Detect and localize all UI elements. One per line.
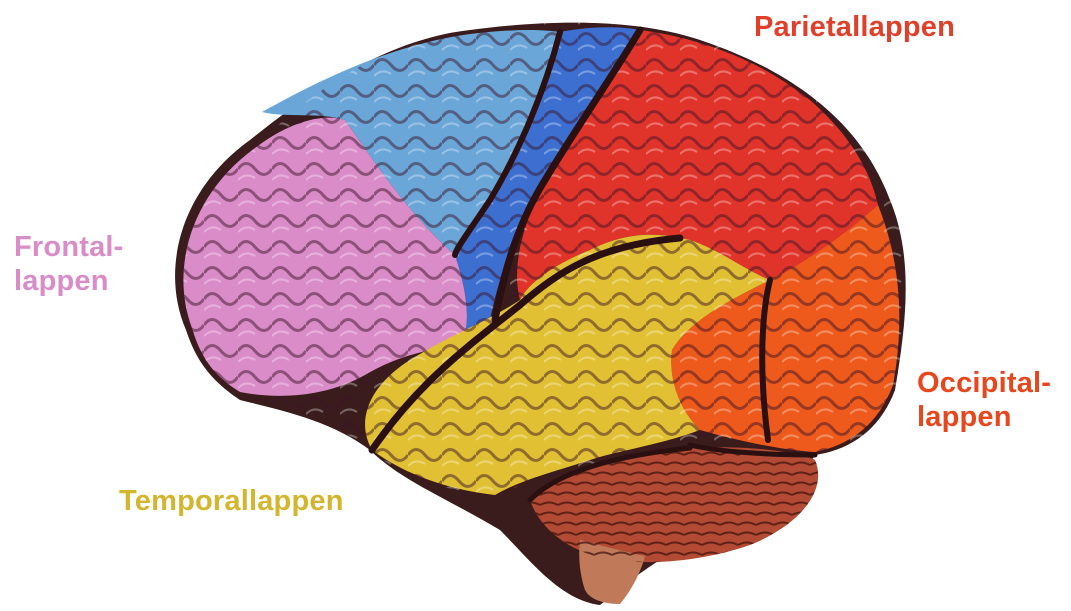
temporal-lobe-label: Temporallappen [119,484,344,518]
frontal-label-line-2: lappen [14,264,124,298]
temporal-label-text: Temporallappen [119,484,344,518]
occipital-lobe-label: Occipital- lappen [917,366,1051,434]
gyri-texture [183,23,905,495]
parietal-lobe-label: Parietallappen [754,10,955,44]
occipital-label-line-2: lappen [917,400,1051,434]
occipital-label-line-1: Occipital- [917,366,1051,400]
parietal-label-text: Parietallappen [754,10,955,44]
frontal-label-line-1: Frontal- [14,230,124,264]
frontal-lobe-label: Frontal- lappen [14,230,124,298]
